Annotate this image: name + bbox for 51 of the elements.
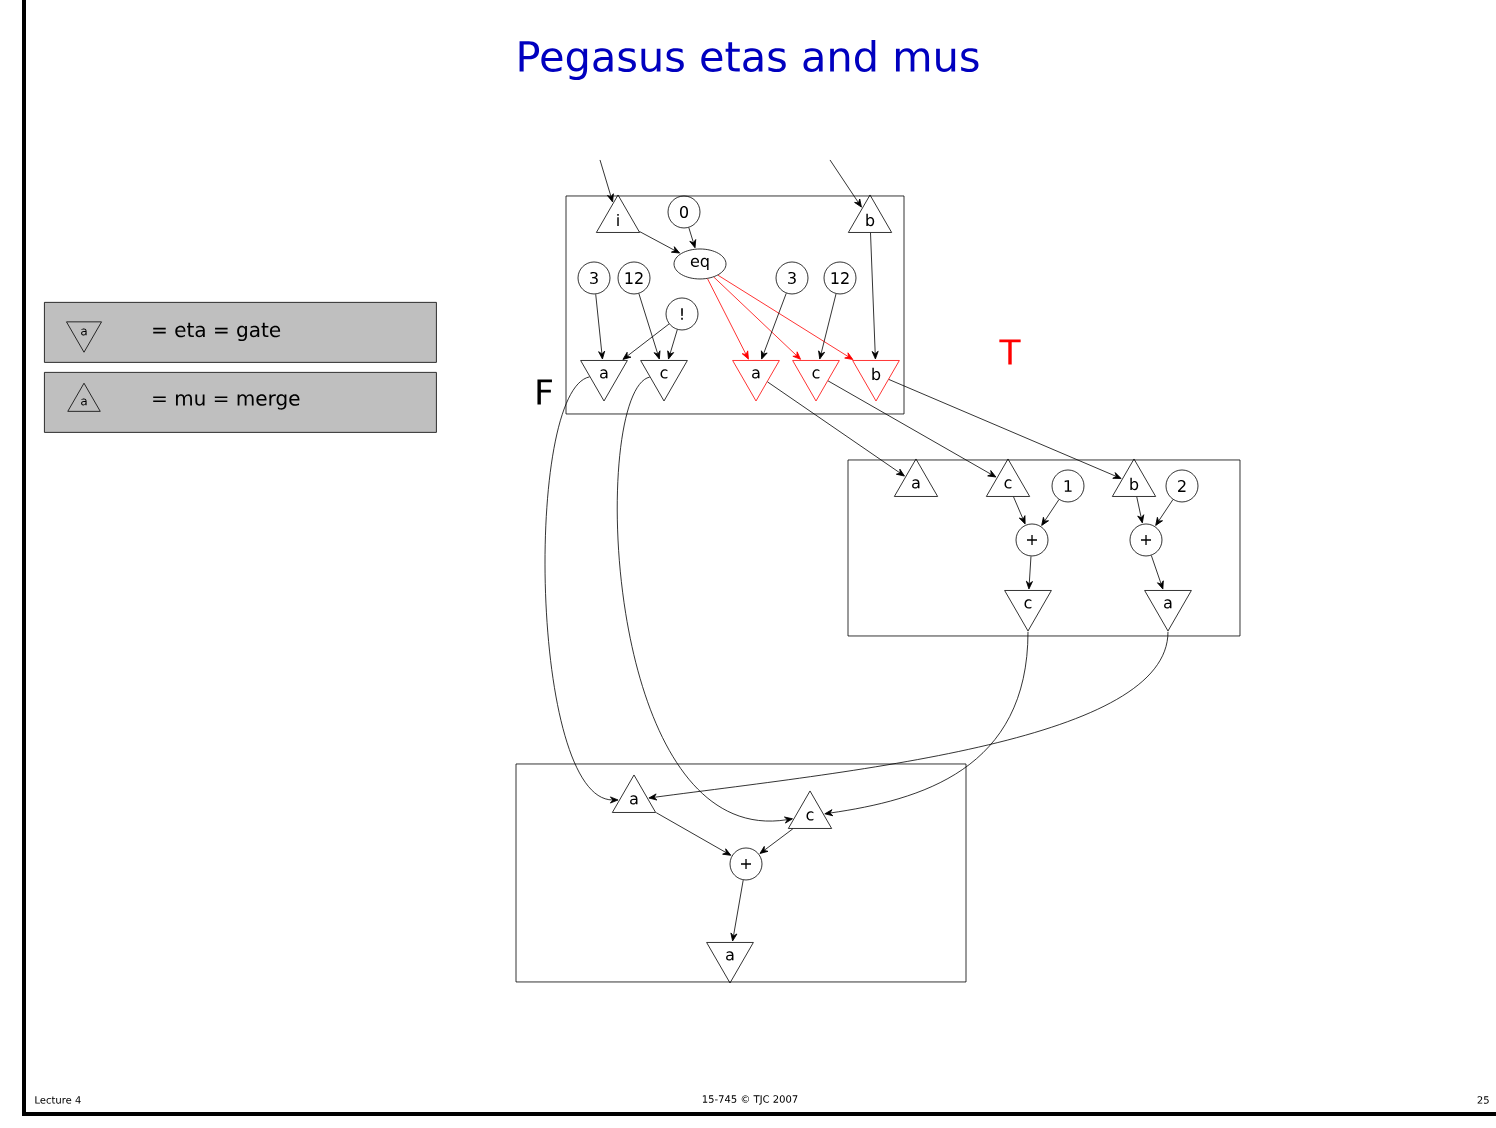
arrow — [595, 293, 606, 360]
merge-triangle: a — [611, 774, 657, 813]
arrow — [707, 278, 749, 360]
arrow — [1136, 496, 1145, 524]
arrow — [767, 381, 905, 477]
gate-triangle: c — [792, 360, 840, 402]
arrow — [616, 376, 793, 824]
block-box — [565, 195, 905, 415]
arrow — [713, 276, 801, 360]
arrow — [1013, 496, 1026, 525]
arrow — [1155, 499, 1174, 526]
block-box — [515, 763, 967, 983]
arrow — [639, 231, 681, 254]
title: Pegasus etas and mus — [519, 39, 979, 81]
gate-triangle: c — [640, 360, 688, 402]
merge-triangle: c — [985, 458, 1031, 497]
gate-triangle: a — [732, 360, 780, 402]
arrow — [888, 379, 1122, 479]
label: T — [999, 339, 1021, 365]
gate-triangle: a — [1144, 590, 1192, 632]
arrow — [759, 828, 794, 854]
gate-triangle: a — [580, 360, 628, 402]
arrow — [761, 292, 787, 360]
arrow — [599, 159, 614, 203]
arrow — [1150, 555, 1164, 590]
gate-triangle: b — [852, 360, 900, 402]
arrow — [827, 380, 997, 478]
arrow — [622, 323, 670, 360]
arrow — [829, 159, 862, 208]
merge-triangle: c — [787, 790, 833, 829]
arrow — [638, 293, 661, 360]
arrow — [717, 274, 854, 360]
label: F — [537, 379, 552, 405]
gate-triangle: c — [1004, 590, 1052, 632]
merge-triangle: b — [1111, 458, 1157, 497]
arrow — [667, 329, 678, 360]
arrow — [1025, 555, 1033, 590]
merge-triangle: i — [595, 194, 641, 233]
block-box — [847, 459, 1241, 637]
arrow — [870, 232, 879, 360]
merge-triangle: b — [847, 194, 893, 233]
arrow — [730, 879, 744, 942]
gate-triangle: a — [706, 942, 754, 984]
arrow — [1041, 499, 1060, 526]
arrow — [544, 376, 619, 804]
merge-triangle: a — [893, 458, 939, 497]
arrow — [648, 631, 1169, 801]
arrow — [655, 812, 732, 856]
arrow — [818, 293, 837, 360]
arrow — [824, 631, 1029, 817]
arrow — [688, 227, 697, 249]
